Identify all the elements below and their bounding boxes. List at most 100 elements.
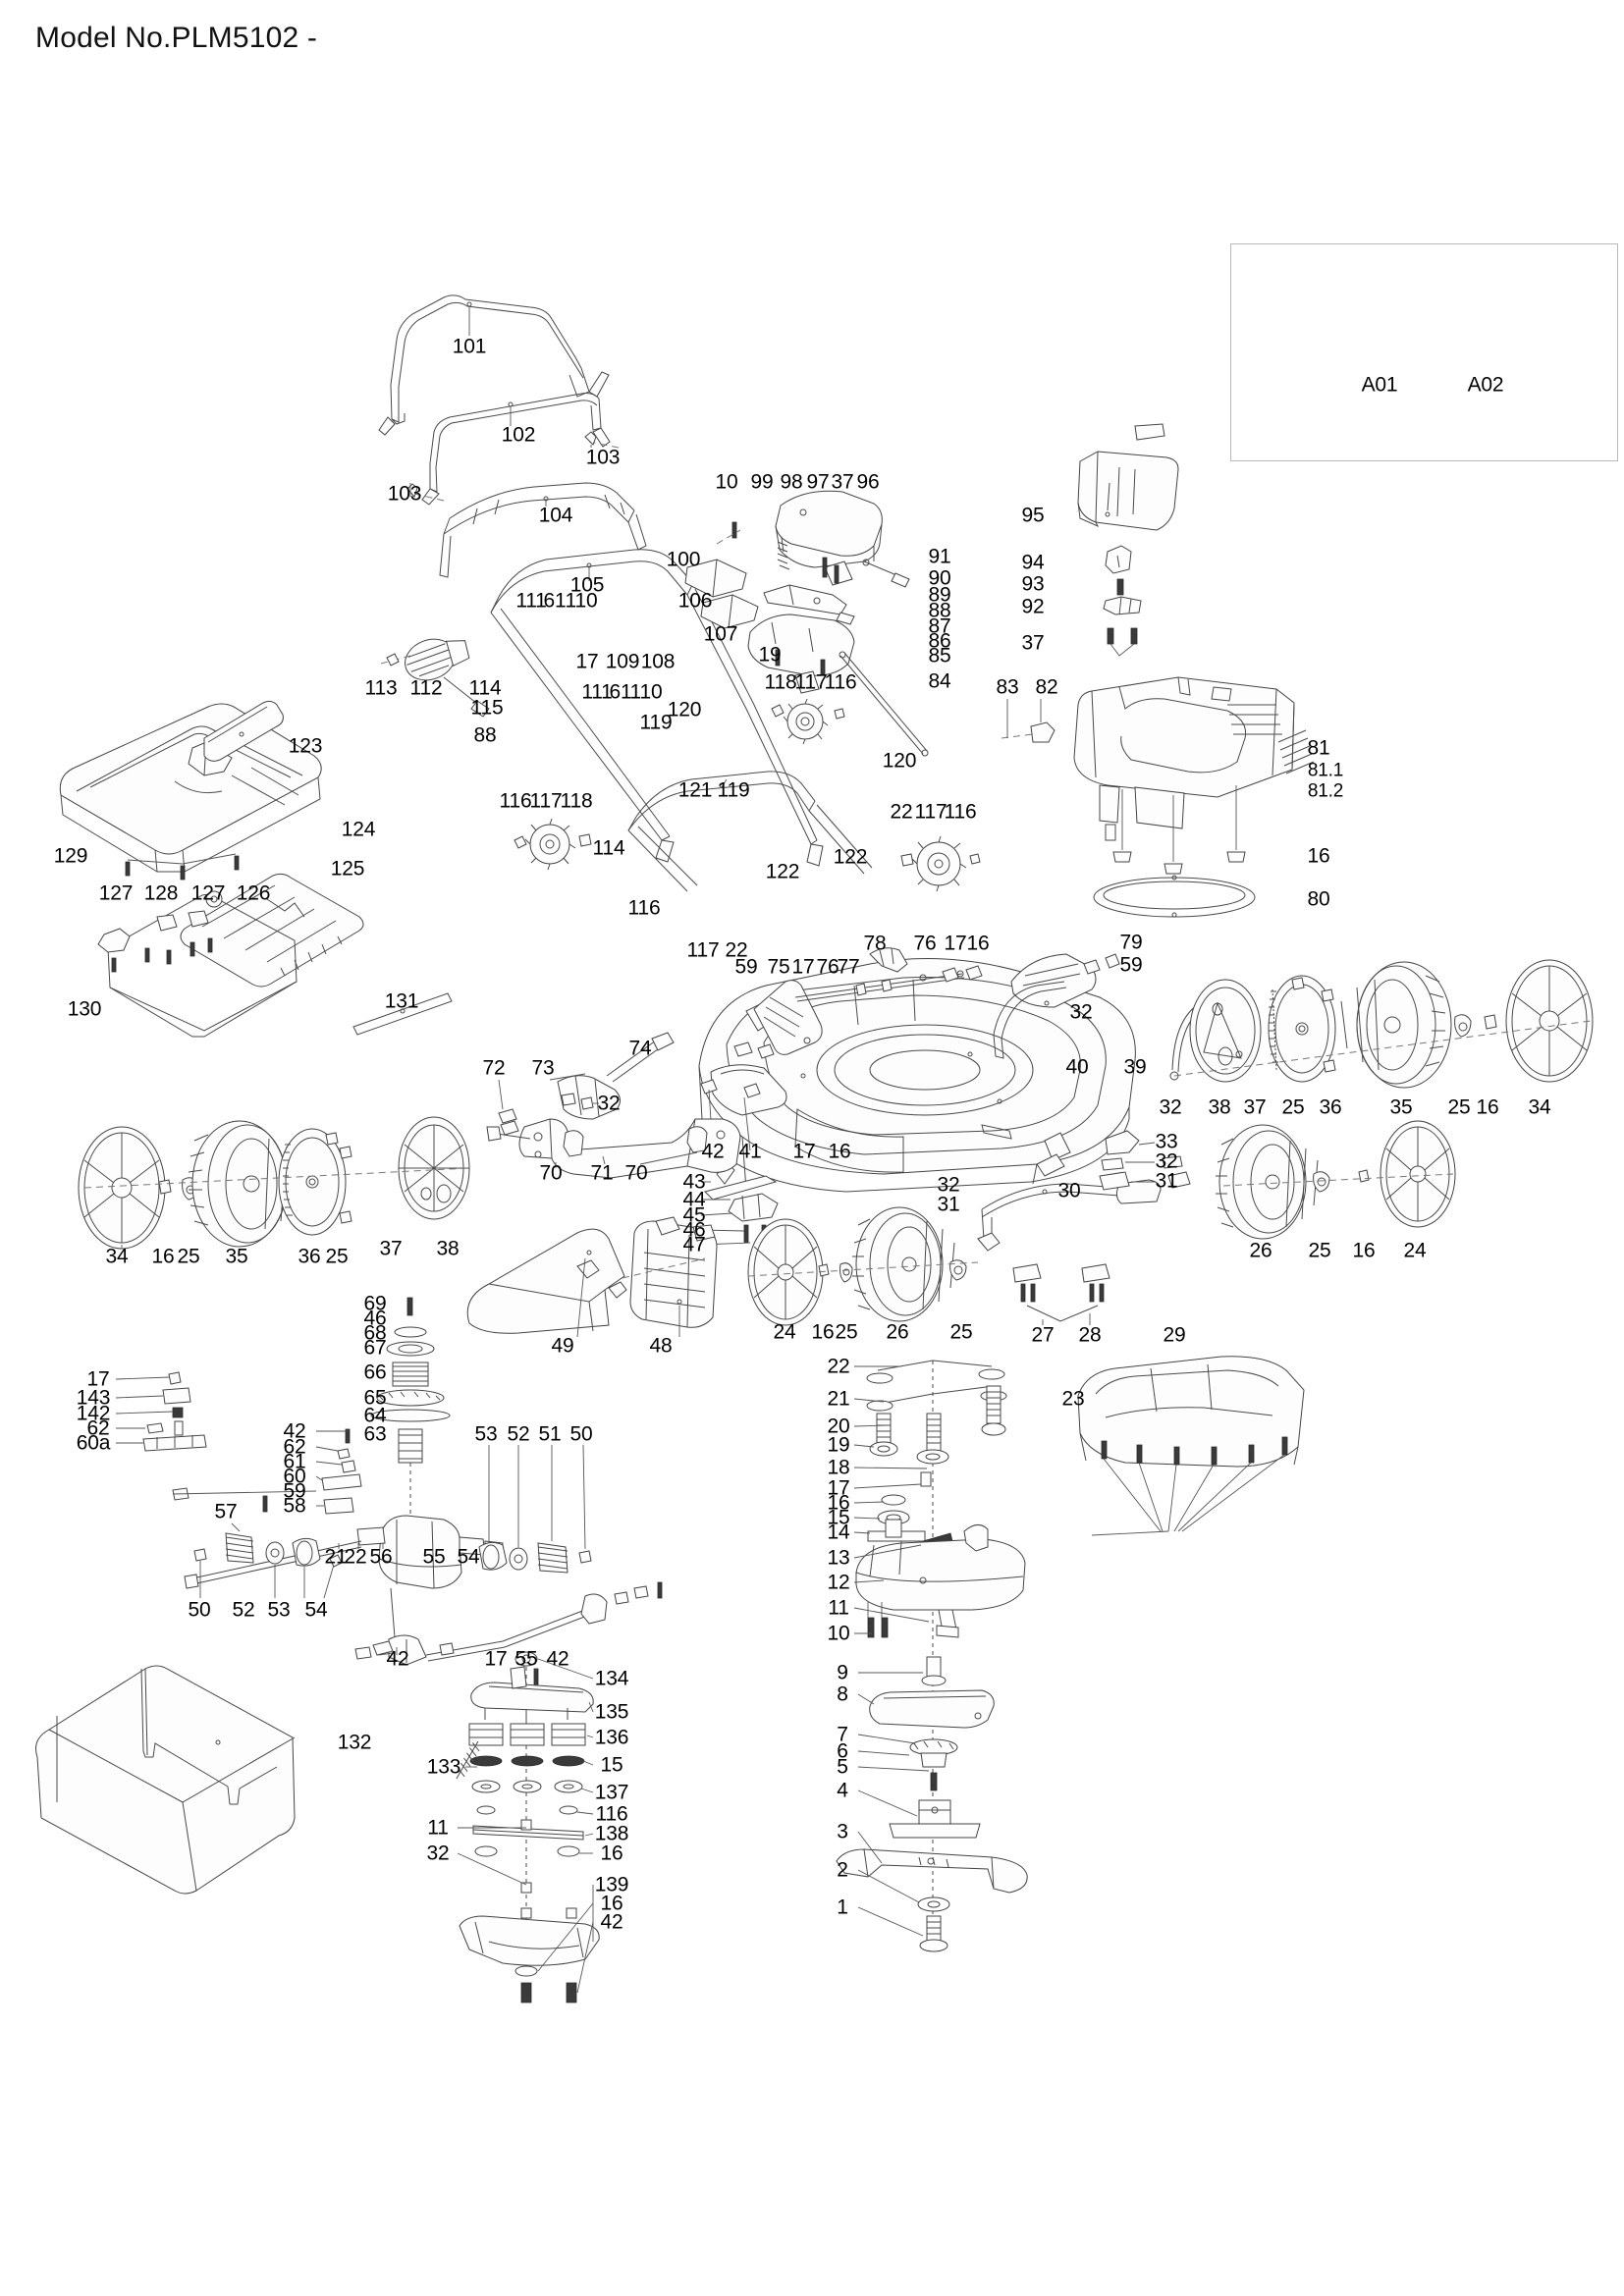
callout-label-16: 16 (1476, 1095, 1499, 1119)
callout-label-32: 32 (1155, 1149, 1178, 1173)
callout-label-22: 22 (725, 938, 748, 962)
callout-label-17: 17 (791, 955, 815, 979)
callout-label-117: 117 (529, 789, 563, 813)
rear-shield-art (1078, 1357, 1304, 1535)
callout-label-104: 104 (538, 504, 573, 527)
callout-label-80: 80 (1307, 887, 1330, 911)
handle-104-art (440, 483, 646, 577)
callout-label-21: 21 (827, 1387, 850, 1411)
callout-label-15: 15 (600, 1753, 623, 1777)
chute-art (467, 1217, 717, 1337)
callout-label-53: 53 (267, 1598, 291, 1622)
callout-label-22: 22 (827, 1355, 850, 1378)
callout-label-95: 95 (1021, 504, 1045, 527)
callout-label-142: 142 (76, 1402, 111, 1425)
callout-label-59: 59 (283, 1479, 306, 1503)
callout-label-13: 13 (827, 1546, 850, 1570)
deck-hardware-art (701, 948, 1119, 1245)
callout-label-21: 21 (324, 1545, 348, 1569)
callout-label-34: 34 (1528, 1095, 1551, 1119)
callout-label-1: 1 (837, 1896, 848, 1919)
callout-label-38: 38 (1208, 1095, 1231, 1119)
callout-label-106: 106 (677, 589, 713, 613)
callout-label-111: 111 (581, 680, 613, 704)
callout-label-98: 98 (780, 470, 803, 494)
callout-label-114: 114 (468, 676, 502, 700)
callout-label-35: 35 (225, 1245, 248, 1268)
callout-label-37: 37 (1243, 1095, 1267, 1119)
callout-label-35: 35 (1389, 1095, 1413, 1119)
callout-label-101: 101 (452, 335, 487, 358)
callout-label-3: 3 (837, 1820, 848, 1843)
callout-label-113: 113 (364, 676, 398, 700)
callout-label-134: 134 (594, 1667, 629, 1690)
callout-label-41: 41 (738, 1140, 762, 1163)
callout-label-32: 32 (937, 1173, 960, 1197)
callout-label-94: 94 (1021, 551, 1045, 574)
callout-label-86: 86 (928, 629, 951, 653)
callout-label-102: 102 (501, 423, 536, 447)
callout-label-5: 5 (837, 1755, 848, 1779)
callout-label-58: 58 (283, 1494, 306, 1518)
callout-label-110: 110 (565, 589, 598, 613)
callout-label-75: 75 (767, 955, 790, 979)
callout-label-24: 24 (1403, 1239, 1427, 1262)
callout-label-76: 76 (816, 955, 839, 979)
callout-label-65: 65 (363, 1386, 387, 1410)
callout-label-88: 88 (473, 723, 497, 747)
tool-inset-box (1230, 243, 1618, 461)
engine-block-art (1001, 677, 1314, 917)
callout-label-19: 19 (827, 1433, 850, 1457)
callout-label-33: 33 (1155, 1130, 1178, 1153)
callout-label-109: 109 (605, 650, 640, 673)
callout-label-59: 59 (1119, 953, 1143, 977)
callout-label-84: 84 (928, 669, 951, 693)
callout-label-127: 127 (98, 881, 134, 905)
callout-label-25: 25 (1281, 1095, 1305, 1119)
callout-label-36: 36 (298, 1245, 321, 1268)
front-axle-column-art (453, 1652, 599, 2002)
callout-label-10: 10 (715, 470, 738, 494)
callout-label-50: 50 (188, 1598, 211, 1622)
callout-label-25: 25 (1308, 1239, 1331, 1262)
callout-label-16: 16 (827, 1491, 850, 1515)
callout-label-70: 70 (624, 1161, 648, 1185)
callout-label-57: 57 (214, 1500, 238, 1523)
callout-label-118: 118 (764, 670, 797, 694)
callout-label-26: 26 (886, 1320, 909, 1344)
callout-label-6: 6 (837, 1739, 848, 1763)
callout-label-64: 64 (363, 1404, 387, 1427)
callout-label-78: 78 (863, 932, 887, 955)
callout-label-66: 66 (363, 1361, 387, 1384)
front-wheel-art (748, 1121, 1455, 1325)
callout-label-16: 16 (600, 1892, 623, 1915)
callout-label-132: 132 (337, 1731, 372, 1754)
callout-label-83: 83 (996, 675, 1019, 699)
callout-label-63: 63 (363, 1422, 387, 1446)
callout-label-31: 31 (1155, 1169, 1178, 1193)
callout-label-39: 39 (1123, 1055, 1147, 1079)
callout-label-16: 16 (1307, 844, 1330, 868)
callout-label-32: 32 (426, 1842, 450, 1865)
callout-label-29: 29 (1163, 1323, 1186, 1347)
callout-label-46: 46 (682, 1218, 706, 1242)
callout-label-138: 138 (594, 1822, 629, 1845)
callout-label-9: 9 (837, 1661, 848, 1684)
callout-label-124: 124 (341, 818, 376, 841)
callout-label-116: 116 (944, 800, 977, 824)
callout-label-17: 17 (86, 1367, 110, 1391)
callout-label-139: 139 (594, 1873, 629, 1896)
callout-label-48: 48 (649, 1334, 673, 1358)
callout-label-116: 116 (824, 670, 857, 694)
callout-label-26: 26 (1249, 1239, 1272, 1262)
callout-label-60a: 60a (76, 1431, 111, 1455)
callout-label-44: 44 (682, 1188, 706, 1211)
callout-label-27: 27 (1031, 1323, 1055, 1347)
callout-label-25: 25 (1447, 1095, 1471, 1119)
callout-label-61: 61 (609, 680, 632, 704)
callout-label-32: 32 (597, 1092, 621, 1115)
callout-label-76: 76 (913, 932, 937, 955)
callout-label-24: 24 (773, 1320, 796, 1344)
inset-label-A01: A01 (1361, 373, 1398, 397)
callout-label-53: 53 (474, 1422, 498, 1446)
